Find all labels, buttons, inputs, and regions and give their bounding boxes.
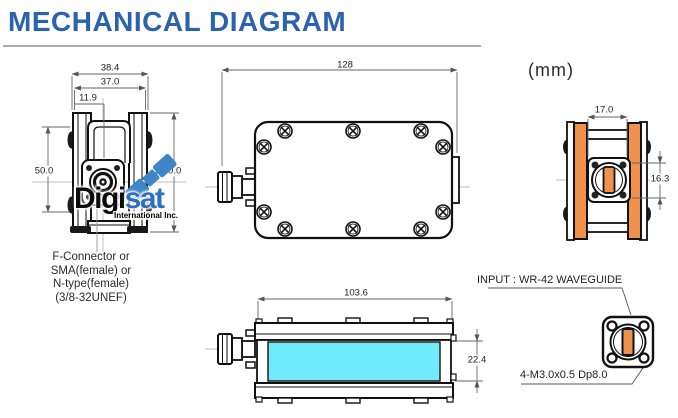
screw-icon — [413, 221, 429, 237]
dim-label-connector-offset: 11.9 — [79, 92, 97, 104]
dim-label-height: 70.0 — [161, 165, 183, 177]
screw-icon — [413, 123, 429, 139]
dim-label-length: 128 — [337, 59, 353, 71]
front-view — [32, 71, 186, 252]
bottom-rf-connector — [217, 329, 256, 369]
page-title: MECHANICAL DIAGRAM — [8, 6, 347, 37]
rear-cross-bar-bottom — [586, 222, 629, 233]
front-dimension-lines — [42, 71, 179, 233]
dim-label-body-length: 103.6 — [344, 287, 368, 299]
screw-icon — [435, 204, 451, 220]
connector-note: F-Connector or SMA(female) or N-type(fem… — [51, 251, 132, 305]
bottom-body-band — [256, 334, 457, 384]
detail-waveguide-aperture — [621, 328, 635, 356]
screw-icon — [256, 204, 272, 220]
watermark-satellite-icon — [125, 154, 177, 202]
input-leader-line — [488, 287, 632, 316]
top-dimension-lines — [221, 67, 458, 166]
rear-view — [556, 114, 668, 241]
title-underline — [3, 45, 481, 47]
watermark-brand-prefix: Digi — [74, 182, 126, 215]
connector-note-line: (3/8-32UNEF) — [55, 291, 127, 304]
rear-waveguide-aperture — [602, 166, 616, 194]
bottom-top-rail — [254, 317, 454, 341]
dim-label-waveguide-width: 17.0 — [594, 104, 614, 116]
units-label: (mm) — [528, 60, 574, 80]
rear-outer-rail-left — [566, 121, 575, 241]
watermark-brand: Digisat — [74, 182, 165, 216]
rear-waveguide-flange — [587, 157, 631, 203]
screw-icon — [256, 139, 272, 155]
rear-cross-bar-top — [586, 129, 629, 140]
dim-label-body-height: 22.4 — [466, 354, 488, 366]
screw-icon — [277, 123, 293, 139]
screw-icon — [345, 221, 361, 237]
top-housing-body — [253, 120, 454, 240]
bottom-view — [205, 296, 483, 404]
dim-label-width-inner: 37.0 — [100, 76, 120, 88]
watermark-subtitle: International Inc. — [113, 211, 180, 220]
waveguide-flange-detail — [488, 287, 655, 385]
top-rf-connector — [217, 167, 256, 207]
connector-note-line: SMA(female) or — [50, 264, 132, 277]
dim-label-mount-spacing: 50.0 — [33, 165, 55, 177]
front-bottom-bar — [70, 220, 148, 234]
watermark-brand-suffix: sat — [124, 182, 165, 215]
screw-icon — [345, 123, 361, 139]
screw-leader-line — [521, 361, 648, 385]
front-u-bracket — [87, 120, 131, 163]
bottom-bottom-rail — [254, 382, 454, 404]
screw-icon — [277, 221, 293, 237]
dim-label-waveguide-height: 16.3 — [649, 173, 671, 185]
dim-label-width-outer: 38.4 — [100, 62, 120, 74]
connector-note-line: F-Connector or — [52, 251, 130, 263]
rear-flange-rail-left — [573, 122, 588, 240]
top-view — [205, 67, 470, 240]
front-connector-flange — [81, 159, 125, 206]
input-waveguide-label: INPUT : WR-42 WAVEGUIDE — [477, 274, 623, 286]
screw-icon — [435, 139, 451, 155]
screw-spec-label: 4-M3.0x0.5 Dp8.0 — [520, 369, 608, 381]
bottom-highlight-window — [267, 341, 441, 382]
connector-note-line: N-type(female) — [52, 278, 130, 290]
